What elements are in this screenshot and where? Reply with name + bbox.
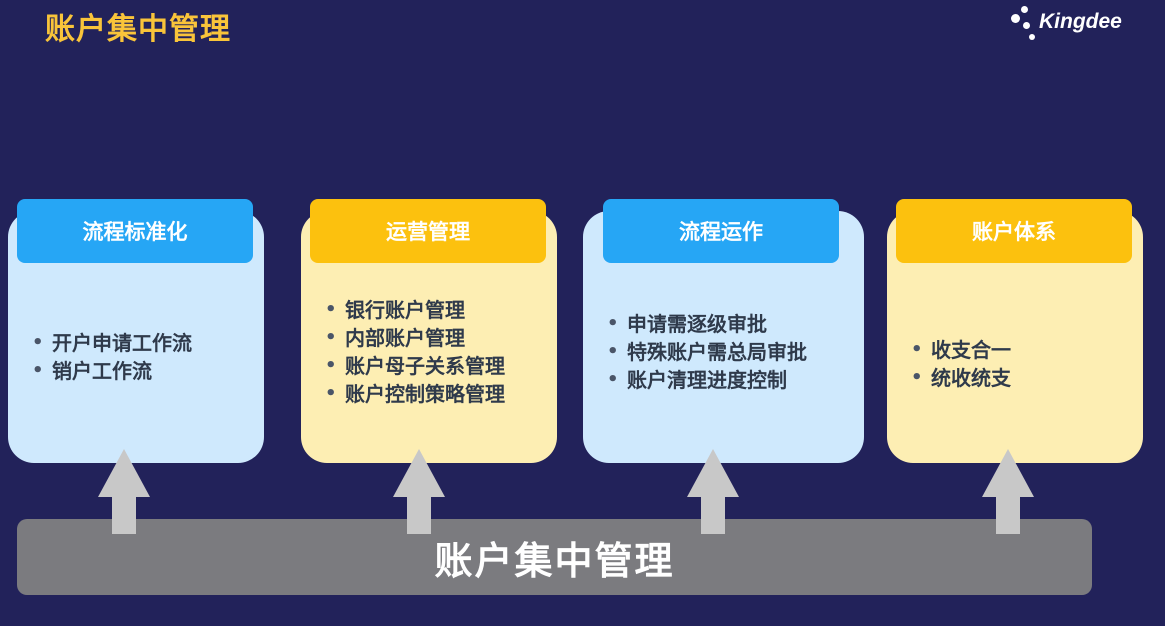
list-item: 销户工作流 [32,357,192,385]
list-item: 开户申请工作流 [32,329,192,357]
card-list: 开户申请工作流 销户工作流 [8,329,192,385]
page-title: 账户集中管理 [45,12,231,47]
logo-dot-icon [1011,14,1020,23]
card-list: 收支合一 统收统支 [887,336,1011,392]
list-item: 申请需逐级审批 [607,310,807,338]
card-list: 银行账户管理 内部账户管理 账户母子关系管理 账户控制策略管理 [301,296,505,408]
card-header: 运营管理 [310,199,546,263]
kingdee-logo: Kingdee [1007,4,1137,46]
card-header: 流程运作 [603,199,839,263]
card-list: 申请需逐级审批 特殊账户需总局审批 账户清理进度控制 [583,310,807,394]
list-item: 特殊账户需总局审批 [607,338,807,366]
up-arrow-icon [98,449,150,534]
base-bar: 账户集中管理 [17,519,1092,595]
list-item: 收支合一 [911,336,1011,364]
list-item: 账户母子关系管理 [325,352,505,380]
list-item: 银行账户管理 [325,296,505,324]
logo-dot-icon [1029,34,1035,40]
card-header: 流程标准化 [17,199,253,263]
logo-text: Kingdee [1039,10,1122,33]
up-arrow-icon [687,449,739,534]
card-header: 账户体系 [896,199,1132,263]
logo-dot-icon [1023,22,1030,29]
up-arrow-icon [982,449,1034,534]
logo-dot-icon [1021,6,1028,13]
list-item: 账户清理进度控制 [607,366,807,394]
list-item: 账户控制策略管理 [325,380,505,408]
up-arrow-icon [393,449,445,534]
list-item: 内部账户管理 [325,324,505,352]
list-item: 统收统支 [911,364,1011,392]
